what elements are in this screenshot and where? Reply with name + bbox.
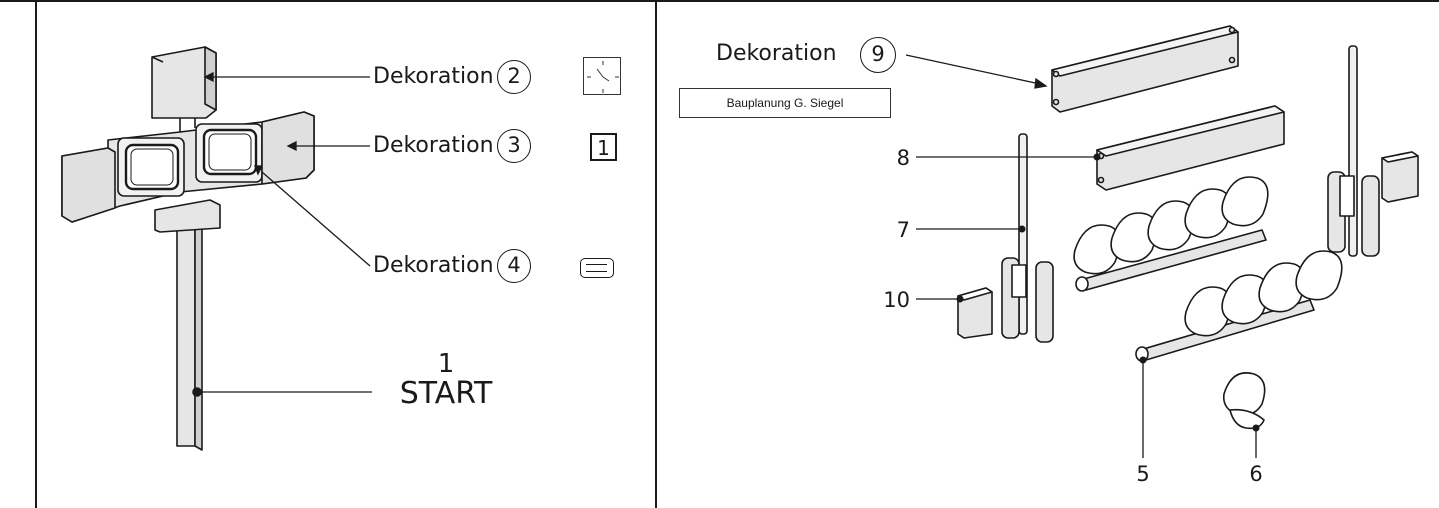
posts-group-left <box>957 133 1054 343</box>
planning-note-box: Bauplanung G. Siegel <box>679 88 891 118</box>
single-seat <box>1222 372 1266 430</box>
clock-icon <box>583 57 621 95</box>
leader-dots <box>956 153 1260 432</box>
callout-number-9: 9 <box>860 37 896 73</box>
planning-note-text: Bauplanung G. Siegel <box>726 96 844 110</box>
start-label: START <box>399 376 493 411</box>
callout-label-4: Dekoration <box>373 253 494 278</box>
start-number: 1 <box>437 349 455 379</box>
panel-divider <box>655 0 657 508</box>
digit-one-text: 1 <box>597 136 610 160</box>
posts-group-right <box>1327 45 1419 257</box>
part-number-8: 8 <box>896 146 910 170</box>
leader-lines <box>200 54 1257 458</box>
callout-number-2: 2 <box>497 60 531 94</box>
seat-bar-lower <box>1135 250 1343 362</box>
callout-number-3: 3 <box>497 129 531 163</box>
callout-label-2: Dekoration <box>373 64 494 89</box>
seat-bar-upper <box>1073 176 1269 292</box>
callout-label-3: Dekoration <box>373 133 494 158</box>
callout-number-4: 4 <box>497 249 531 283</box>
digit-one-icon: 1 <box>590 133 617 161</box>
part-number-10: 10 <box>883 288 910 312</box>
callout-label-9: Dekoration <box>716 41 837 66</box>
frame-left-border <box>35 0 37 508</box>
display-panel-icon <box>580 258 614 278</box>
part-number-7: 7 <box>896 218 910 242</box>
frame-top-border <box>0 0 1439 2</box>
part-number-5: 5 <box>1136 462 1150 486</box>
signpost-drawing <box>61 46 315 451</box>
part-number-6: 6 <box>1249 462 1263 486</box>
decoration-panels <box>1051 25 1285 191</box>
